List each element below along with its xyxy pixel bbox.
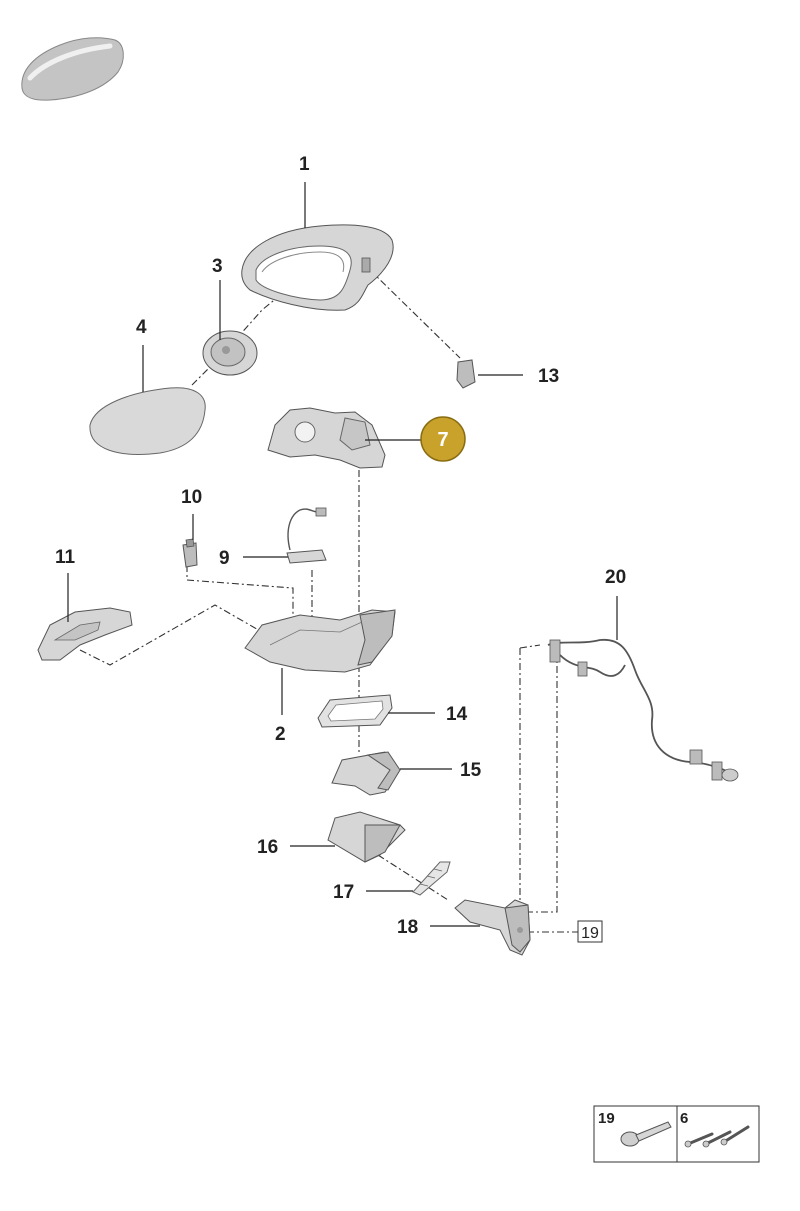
part-13-connector[interactable] xyxy=(456,359,476,389)
part-11-bracket[interactable] xyxy=(37,607,133,661)
callout-9[interactable]: 9 xyxy=(219,548,230,569)
callout-3[interactable]: 3 xyxy=(212,256,223,277)
callout-19-boxed[interactable]: 19 xyxy=(577,920,603,943)
callout-13[interactable]: 13 xyxy=(538,366,559,387)
part-14-gasket[interactable] xyxy=(317,694,393,728)
legend-label-19: 19 xyxy=(598,1110,615,1127)
callout-18[interactable]: 18 xyxy=(397,917,418,938)
callout-labels: 1 3 4 13 10 9 11 2 14 15 16 17 18 20 xyxy=(55,154,626,938)
callout-16[interactable]: 16 xyxy=(257,837,278,858)
part-3-adjustment-ring[interactable] xyxy=(202,330,258,376)
part-17-clip-strip[interactable] xyxy=(412,861,451,896)
part-10-switch[interactable] xyxy=(182,538,198,568)
callout-14[interactable]: 14 xyxy=(446,704,468,725)
callout-7-highlighted[interactable]: 7 xyxy=(420,416,466,462)
legend-label-6: 6 xyxy=(680,1110,688,1127)
part-18-mount-base[interactable] xyxy=(454,899,531,956)
callout-15[interactable]: 15 xyxy=(460,760,482,781)
part-7-mirror-carrier[interactable] xyxy=(267,407,386,469)
callout-19: 19 xyxy=(581,925,599,942)
bolt-19-icon[interactable] xyxy=(620,1121,672,1147)
part-2-mirror-base[interactable] xyxy=(244,609,396,673)
part-15-cover[interactable] xyxy=(331,751,401,796)
callout-10[interactable]: 10 xyxy=(181,487,202,508)
callout-7: 7 xyxy=(437,429,448,451)
callout-11[interactable]: 11 xyxy=(55,547,76,568)
callout-1[interactable]: 1 xyxy=(299,154,310,175)
part-16-lower-housing[interactable] xyxy=(327,811,406,863)
callout-17[interactable]: 17 xyxy=(333,882,354,903)
highlight-badge xyxy=(420,416,466,462)
callout-2[interactable]: 2 xyxy=(275,724,286,745)
hardware-legend: 19 6 xyxy=(593,1105,760,1163)
callout-4[interactable]: 4 xyxy=(136,317,147,338)
part-20-wiring-harness[interactable] xyxy=(547,638,739,782)
part-4-mirror-glass[interactable] xyxy=(89,387,206,455)
connection-lines xyxy=(79,257,578,933)
part-1-mirror-housing[interactable] xyxy=(241,224,394,311)
callout-20[interactable]: 20 xyxy=(605,567,626,588)
leader-lines xyxy=(67,182,618,927)
screws-6-icon[interactable] xyxy=(684,1125,750,1148)
part-9-sensor-wire[interactable] xyxy=(286,507,327,564)
car-mirror-thumbnail-icon[interactable] xyxy=(21,37,124,101)
